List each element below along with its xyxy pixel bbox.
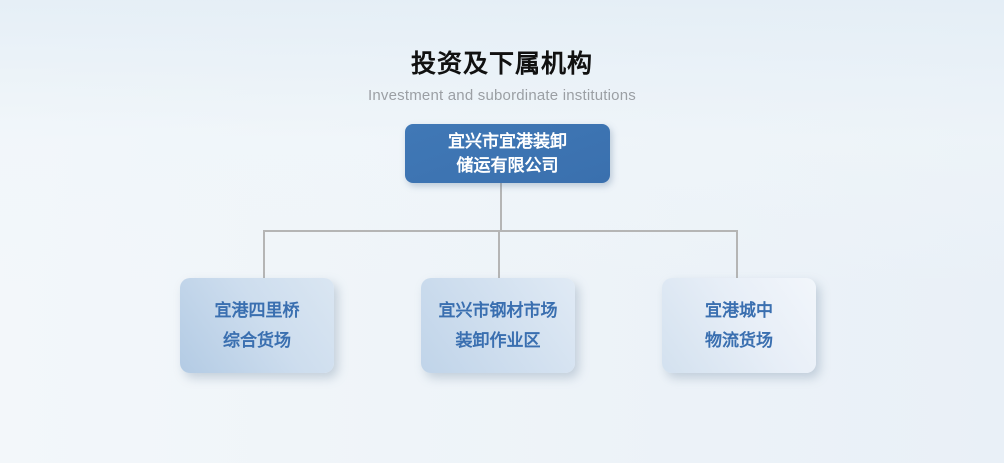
org-node-child-line2: 物流货场 — [705, 330, 773, 350]
page-title: 投资及下属机构 — [410, 50, 593, 78]
page-subtitle: Investment and subordinate institutions — [368, 87, 636, 104]
org-node-child-line2: 装卸作业区 — [455, 330, 541, 350]
org-node-child-line2: 综合货场 — [223, 330, 291, 350]
org-node-child-steel-market: 宜兴市钢材市场 装卸作业区 — [421, 278, 575, 373]
org-node-child-line1: 宜兴市钢材市场 — [438, 300, 558, 320]
org-node-root-line1: 宜兴市宜港装卸 — [448, 131, 567, 151]
page-header: 投资及下属机构 Investment and subordinate insti… — [0, 44, 1004, 104]
org-node-child-line1: 宜港四里桥 — [214, 300, 300, 320]
org-node-child-silliqiao: 宜港四里桥 综合货场 — [180, 278, 334, 373]
org-node-root-line2: 储运有限公司 — [456, 155, 559, 175]
org-node-child-line1: 宜港城中 — [705, 300, 773, 320]
org-node-root: 宜兴市宜港装卸 储运有限公司 — [405, 124, 610, 183]
org-node-child-chengzhong: 宜港城中 物流货场 — [662, 278, 816, 373]
